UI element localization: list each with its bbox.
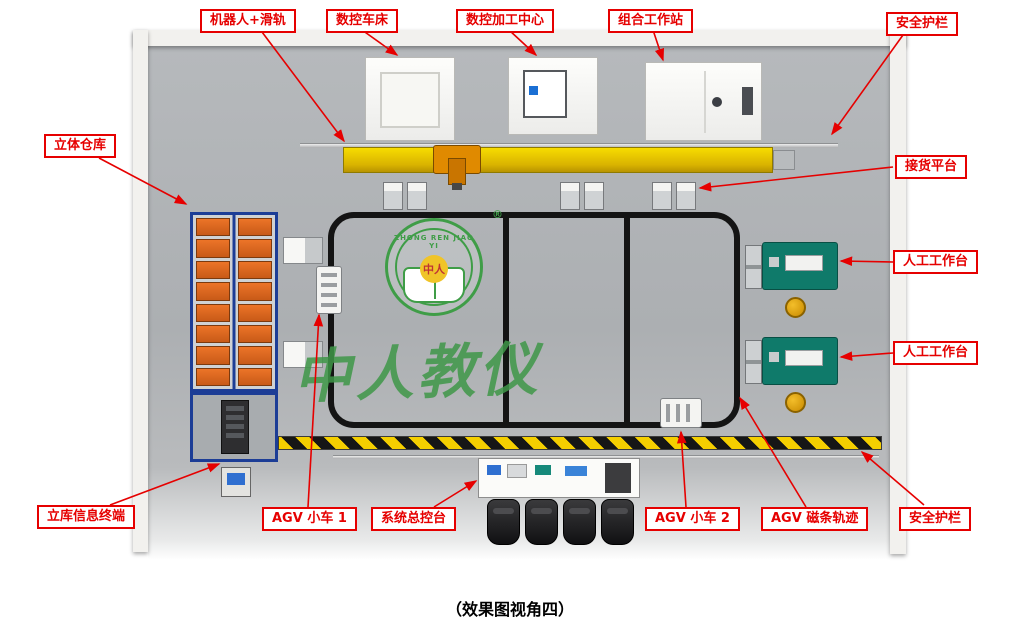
platform-table	[584, 182, 604, 210]
image-caption: （效果图视角四）	[445, 600, 574, 619]
warehouse-terminal-device	[221, 467, 251, 497]
stool-1	[785, 297, 806, 318]
chair-3	[563, 499, 596, 545]
platform-table	[652, 182, 672, 210]
warehouse-slot	[238, 324, 272, 344]
chair-2	[525, 499, 558, 545]
workstation-cabinet	[742, 87, 753, 115]
warehouse-slot	[238, 346, 272, 365]
stacker-crane	[221, 400, 249, 454]
callout-cnc-lathe: 数控车床	[326, 9, 399, 33]
transfer-dock-1	[283, 237, 323, 264]
callout-warehouse-terminal: 立库信息终端	[37, 505, 136, 529]
warehouse-slot	[196, 324, 230, 344]
callout-agv-track: AGV 磁条轨迹	[761, 507, 869, 531]
watermark-ring-text: ZHONG REN JIAO YI	[394, 234, 474, 250]
chair-1	[487, 499, 520, 545]
rail-end-platform	[773, 150, 795, 170]
warehouse-slot	[238, 239, 272, 258]
callout-safety-fence-bottom: 安全护栏	[899, 507, 972, 531]
platform-table	[383, 182, 403, 210]
callout-machining-center: 数控加工中心	[456, 9, 555, 33]
callout-agv-1: AGV 小车 1	[262, 507, 357, 531]
callout-manual-workstation-2: 人工工作台	[893, 341, 979, 365]
warehouse-slot	[238, 282, 272, 301]
robot-slide-rail	[343, 147, 773, 173]
chair-4	[601, 499, 634, 545]
warehouse-slot	[238, 260, 272, 280]
stool-2	[785, 392, 806, 413]
combined-workstation-machine	[645, 62, 762, 141]
console-screen	[487, 465, 501, 475]
callout-manual-workstation-1: 人工工作台	[893, 250, 979, 274]
callout-warehouse: 立体仓库	[44, 134, 117, 158]
watermark-seal: 中人	[420, 255, 448, 283]
watermark-logo: ZHONG REN JIAO YI 中人	[385, 218, 483, 316]
console-printer	[605, 463, 631, 493]
warehouse-slot	[196, 303, 230, 322]
watermark-brand-text: 中人教仪	[292, 334, 543, 412]
warehouse-slot	[238, 303, 272, 322]
robot-arm	[448, 158, 466, 185]
receiving-platform-1	[383, 182, 427, 210]
warehouse-slot	[238, 367, 272, 386]
wall-left	[133, 30, 148, 552]
platform-table	[407, 182, 427, 210]
console-screen	[535, 465, 551, 475]
machining-center-control	[529, 86, 538, 95]
callout-robot-rail: 机器人+滑轨	[200, 9, 296, 33]
callout-agv-2: AGV 小车 2	[645, 507, 740, 531]
agv-magnetic-track	[328, 212, 740, 428]
master-console-desk	[478, 458, 640, 498]
cnc-lathe-machine	[365, 57, 455, 141]
workbench-side-cabinets-2	[745, 340, 762, 384]
receiving-platform-3	[652, 182, 696, 210]
workstation-fixture	[712, 97, 722, 107]
track-divider-2	[624, 212, 630, 428]
callout-safety-fence-top: 安全护栏	[886, 12, 959, 36]
platform-table	[560, 182, 580, 210]
warehouse-slot	[196, 260, 230, 280]
warehouse-slot	[196, 367, 230, 386]
safety-fence-bottom-rail	[333, 455, 879, 459]
wall-right	[890, 30, 906, 554]
registered-trademark-mark: ®	[492, 208, 503, 221]
robot-gripper	[452, 183, 462, 190]
callout-combined-workstation: 组合工作站	[608, 9, 694, 33]
manual-workbench-1	[762, 242, 838, 290]
callout-receiving-platform: 接货平台	[895, 155, 968, 179]
warehouse-slot	[196, 239, 230, 258]
console-panel	[507, 464, 527, 478]
hazard-stripe	[278, 436, 882, 450]
track-divider-1	[503, 212, 509, 428]
callout-master-console: 系统总控台	[371, 507, 457, 531]
machining-center-machine	[508, 57, 598, 135]
agv-cart-2	[660, 398, 702, 428]
manual-workbench-2	[762, 337, 838, 385]
agv-cart-1	[316, 266, 342, 314]
warehouse-slot	[196, 346, 230, 365]
warehouse-rack	[190, 212, 278, 392]
platform-table	[676, 182, 696, 210]
receiving-platform-2	[560, 182, 604, 210]
safety-fence-top-rail	[300, 143, 838, 148]
warehouse-slot	[238, 218, 272, 237]
console-screen	[565, 466, 587, 476]
warehouse-slot	[196, 218, 230, 237]
warehouse-slot	[196, 282, 230, 301]
workbench-side-cabinets-1	[745, 245, 762, 289]
